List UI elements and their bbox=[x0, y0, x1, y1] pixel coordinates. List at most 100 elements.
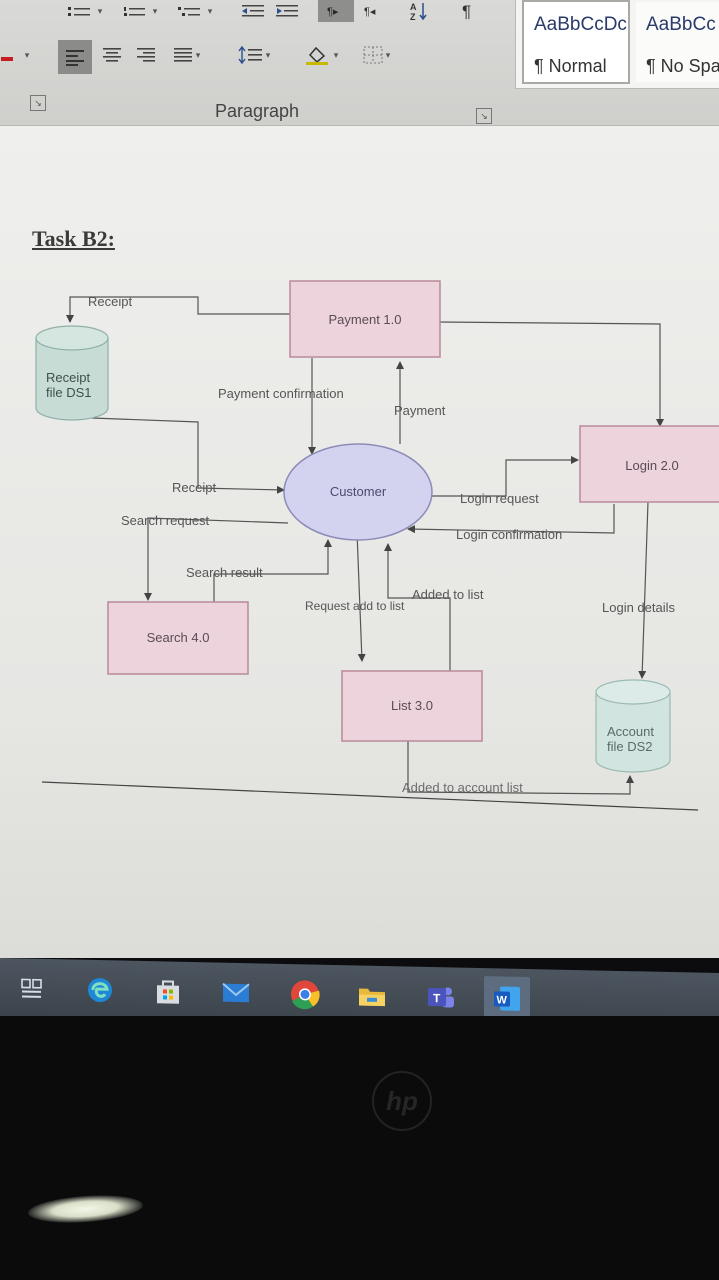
flow-added-to-list bbox=[384, 543, 451, 672]
font-color-icon bbox=[0, 57, 13, 61]
numbering-icon bbox=[123, 7, 145, 16]
style-preview: AaBbCcDc bbox=[534, 14, 627, 35]
process-label: Payment 1.0 bbox=[329, 312, 402, 327]
font-dialog-launcher-icon[interactable]: ↘ bbox=[30, 95, 46, 111]
flow-search-request bbox=[144, 517, 289, 601]
rtl-text-button[interactable]: ¶◂ bbox=[356, 0, 390, 22]
align-center-button[interactable] bbox=[96, 44, 128, 66]
flow-added-to-account-list bbox=[407, 740, 634, 795]
decrease-indent-icon bbox=[242, 5, 264, 17]
paint-bucket-icon bbox=[305, 46, 328, 65]
process-list: List 3.0 bbox=[341, 670, 483, 742]
flow-label: Request add to list bbox=[305, 599, 405, 613]
flow-receipt-top bbox=[66, 296, 290, 323]
file-explorer-button[interactable] bbox=[354, 977, 390, 1014]
flow-label: Payment confirmation bbox=[218, 386, 344, 401]
process-label: Search 4.0 bbox=[147, 630, 210, 645]
style-name: ¶ Normal bbox=[534, 56, 607, 76]
svg-text:A: A bbox=[410, 2, 417, 12]
svg-text:W: W bbox=[497, 994, 508, 1006]
align-left-button[interactable] bbox=[58, 40, 92, 74]
chrome-button[interactable] bbox=[287, 976, 323, 1013]
borders-icon bbox=[363, 46, 383, 64]
document-page[interactable]: Task B2: Payment 1.0 bbox=[0, 126, 719, 958]
style-no-spacing[interactable]: AaBbCc ¶ No Spac bbox=[636, 2, 719, 82]
flow-request-add-to-list bbox=[356, 531, 366, 662]
sort-icon: AZ bbox=[410, 2, 427, 21]
font-color-button[interactable]: ▾ bbox=[0, 44, 30, 66]
flow-payment-to-login bbox=[439, 321, 664, 427]
flow-login-confirmation bbox=[407, 504, 615, 534]
borders-button[interactable]: ▾ bbox=[352, 44, 400, 66]
flow-label: Receipt bbox=[172, 480, 216, 495]
chrome-icon bbox=[291, 980, 320, 1010]
process-payment: Payment 1.0 bbox=[289, 280, 441, 358]
line-spacing-button[interactable]: ▾ bbox=[230, 44, 278, 66]
flow-login-request bbox=[432, 456, 579, 497]
store-account-file: Account file DS2 bbox=[595, 679, 671, 773]
edge-button[interactable] bbox=[82, 972, 118, 1009]
style-preview: AaBbCc bbox=[646, 14, 716, 35]
chevron-down-icon: ▾ bbox=[333, 49, 339, 60]
laptop-bezel: hp bbox=[0, 1016, 719, 1280]
justify-button[interactable]: ▾ bbox=[164, 44, 208, 66]
multilevel-list-button[interactable]: ▾ bbox=[172, 0, 216, 22]
process-search: Search 4.0 bbox=[107, 601, 249, 675]
style-normal[interactable]: AaBbCcDc ¶ Normal bbox=[522, 0, 630, 84]
bullets-button[interactable]: ▾ bbox=[62, 0, 106, 22]
chevron-down-icon: ▾ bbox=[265, 49, 271, 60]
svg-text:¶◂: ¶◂ bbox=[364, 6, 376, 18]
style-name: ¶ No Spac bbox=[646, 56, 719, 76]
pilcrow-icon: ¶ bbox=[462, 2, 471, 20]
svg-text:Z: Z bbox=[410, 12, 416, 21]
chevron-down-icon: ▾ bbox=[152, 5, 158, 16]
show-formatting-button[interactable]: ¶ bbox=[452, 0, 484, 22]
flow-login-details bbox=[638, 501, 649, 679]
svg-text:¶: ¶ bbox=[462, 2, 471, 20]
shading-button[interactable]: ▾ bbox=[296, 44, 346, 66]
word-icon: W bbox=[494, 986, 520, 1011]
store-label: Receipt bbox=[46, 370, 90, 385]
numbering-button[interactable]: ▾ bbox=[116, 0, 162, 22]
teams-button[interactable]: T bbox=[422, 979, 458, 1016]
store-label: Account bbox=[607, 724, 654, 739]
flow-label: Receipt bbox=[88, 294, 132, 309]
flow-label: Search result bbox=[186, 565, 263, 580]
task-view-icon bbox=[21, 978, 42, 998]
store-button[interactable] bbox=[150, 973, 186, 1010]
align-right-button[interactable] bbox=[130, 44, 162, 66]
justify-icon bbox=[173, 48, 192, 62]
svg-text:T: T bbox=[433, 991, 441, 1005]
decrease-indent-button[interactable] bbox=[236, 0, 270, 22]
windows-taskbar: T W bbox=[0, 958, 719, 1032]
entity-customer: Customer bbox=[283, 443, 433, 541]
flow-label: Payment bbox=[394, 403, 446, 418]
align-left-icon bbox=[66, 50, 84, 66]
line-spacing-icon bbox=[238, 46, 262, 64]
increase-indent-button[interactable] bbox=[270, 0, 304, 22]
process-label: Login 2.0 bbox=[625, 458, 679, 473]
mail-button[interactable] bbox=[218, 975, 254, 1012]
store-label: file DS1 bbox=[46, 385, 92, 400]
flow-label: Login details bbox=[602, 600, 675, 615]
light-reflection bbox=[27, 1192, 144, 1226]
flow-label: Added to list bbox=[412, 587, 484, 602]
entity-label: Customer bbox=[330, 484, 387, 499]
paragraph-dialog-launcher-icon[interactable]: ↘ bbox=[476, 108, 492, 124]
flow-receipt-mid bbox=[91, 417, 285, 494]
chevron-down-icon: ▾ bbox=[385, 49, 391, 60]
chevron-down-icon: ▾ bbox=[24, 49, 30, 60]
file-explorer-icon bbox=[359, 988, 385, 1007]
flow-label: Login confirmation bbox=[456, 527, 562, 542]
flow-label: Added to account list bbox=[402, 780, 523, 795]
flow-search-result bbox=[213, 539, 332, 604]
ltr-text-button[interactable]: ¶▸ bbox=[318, 0, 354, 22]
styles-gallery: AaBbCcDc ¶ Normal AaBbCc ¶ No Spac bbox=[515, 0, 719, 89]
edge-icon bbox=[88, 978, 112, 1003]
store-label: file DS2 bbox=[607, 739, 653, 754]
paragraph-group-label: Paragraph bbox=[215, 101, 300, 121]
task-view-button[interactable] bbox=[14, 970, 50, 1007]
word-button[interactable]: W bbox=[484, 976, 530, 1022]
